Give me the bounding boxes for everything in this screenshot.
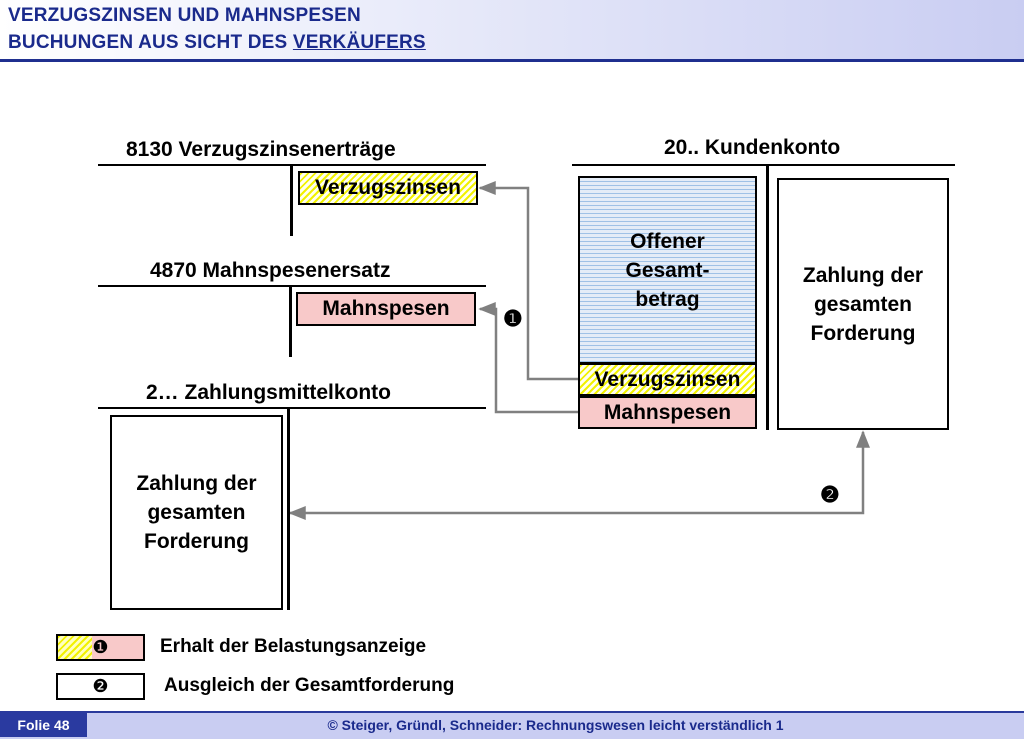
t-account-divider — [289, 285, 292, 357]
legend-marker-1: ❶ — [92, 637, 109, 657]
entry-zahlung-line3: Forderung — [144, 530, 249, 553]
t-account-divider — [290, 164, 293, 236]
t-account-divider — [287, 407, 290, 610]
entry-mahnspesen-debit: Mahnspesen — [578, 396, 757, 429]
step-marker-2: ❷ — [820, 482, 840, 507]
entry-zahlung-debit: Zahlung der gesamten Forderung — [110, 415, 283, 610]
step-marker-1: ❶ — [503, 306, 523, 331]
legend-text-1: Erhalt der Belastungsanzeige — [160, 636, 427, 657]
title-line-2-prefix: BUCHUNGEN AUS SICHT DES — [8, 32, 293, 53]
entry-zahlung-credit: Zahlung der gesamten Forderung — [777, 178, 949, 430]
entry-offener-gesamtbetrag: Offener Gesamt- betrag — [578, 176, 757, 364]
account-title-4870: 4870 Mahnspesenersatz — [150, 259, 391, 282]
copyright-text: © Steiger, Gründl, Schneider: Rechnungsw… — [327, 717, 784, 733]
arrow-fees — [478, 302, 580, 414]
t-account-divider — [766, 164, 769, 430]
title-line-1: VERZUGSZINSEN UND MAHNSPESEN — [8, 5, 361, 26]
t-account-top-line — [98, 285, 486, 287]
offener-line2: Gesamt- — [625, 258, 710, 282]
t-account-top-line — [572, 164, 955, 166]
slide-number: Folie 48 — [0, 712, 87, 737]
entry-zahlung-line1: Zahlung der — [136, 472, 257, 495]
credit-line1: Zahlung der — [802, 263, 924, 287]
arrow-payment — [288, 430, 870, 520]
entry-zahlung-line2: gesamten — [147, 501, 246, 524]
legend-marker-2: ❷ — [92, 676, 109, 696]
header-band — [0, 0, 1024, 62]
entry-mahnspesen-credit: Mahnspesen — [296, 292, 476, 326]
title-line-2-underlined: VERKÄUFERS — [292, 32, 426, 53]
legend-swatch-1: ❶ — [56, 634, 145, 661]
account-title-kundenkonto: 20.. Kundenkonto — [664, 136, 841, 159]
arrow-interest — [478, 181, 580, 381]
offener-line1: Offener — [630, 229, 705, 253]
offener-line3: betrag — [635, 287, 700, 311]
legend-swatch-2: ❷ — [56, 673, 145, 700]
t-account-top-line — [98, 407, 486, 409]
legend-text-2: Ausgleich der Gesamtforderung — [164, 675, 455, 696]
account-title-zahlungsmittel: 2… Zahlungsmittelkonto — [146, 381, 392, 404]
entry-verzugszinsen-debit: Verzugszinsen — [578, 363, 757, 396]
credit-line2: gesamten — [813, 292, 913, 316]
title-line-2: BUCHUNGEN AUS SICHT DES VERKÄUFERS — [8, 32, 426, 54]
entry-verzugszinsen-credit: Verzugszinsen — [298, 171, 478, 205]
footer-band — [0, 711, 1024, 739]
credit-line3: Forderung — [810, 321, 916, 345]
header-rule — [0, 59, 1024, 62]
account-title-8130: 8130 Verzugszinsenerträge — [126, 138, 396, 161]
